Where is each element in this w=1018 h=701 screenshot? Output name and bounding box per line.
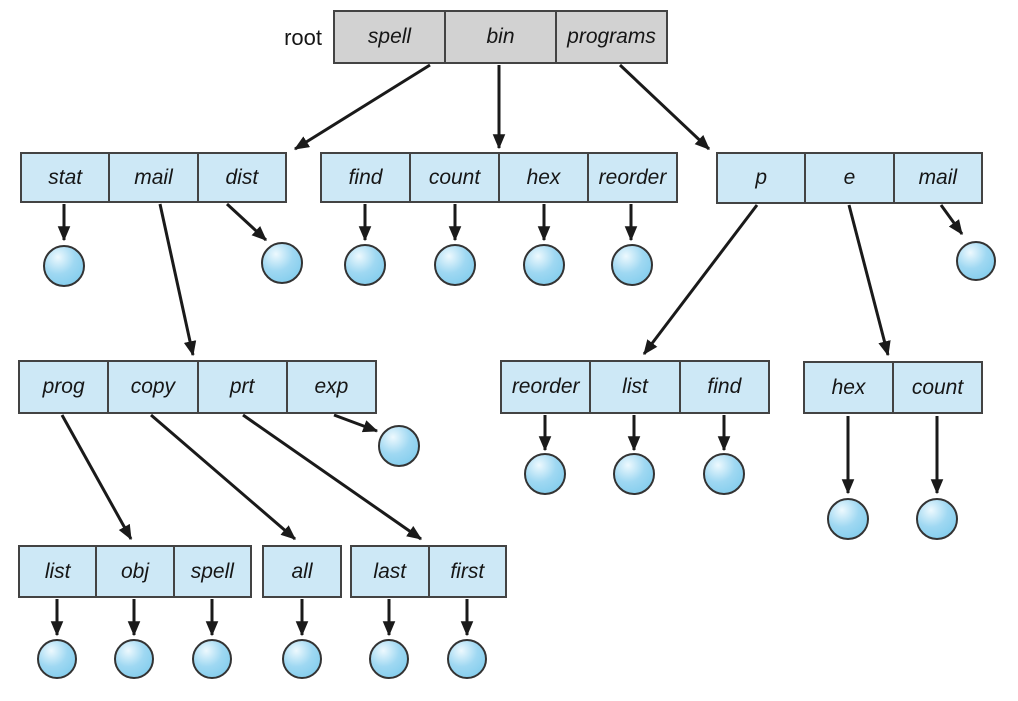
dir-entry-reorder: reorder	[598, 165, 667, 189]
arrow-prt-to-dir	[242, 413, 422, 541]
dir-box-mail: prog copy prt exp	[18, 360, 377, 414]
arrow-mail-to-dir	[158, 203, 197, 357]
dir-entry-prt: prt	[199, 362, 288, 412]
dir-entry-find2: find	[707, 375, 742, 398]
dir-entry-mail2: mail	[918, 166, 958, 189]
dir-entry-list3: list	[20, 547, 98, 596]
dir-entry-e: e	[806, 154, 895, 202]
dir-box-e: hex count	[803, 361, 983, 414]
dir-box-bin: find count hex reorder	[320, 152, 678, 203]
dir-entry-list2: list	[591, 362, 681, 412]
file-icon-list2	[613, 453, 655, 495]
dir-entry-reorder2: reorder	[502, 362, 592, 412]
file-icon-list3	[37, 639, 77, 679]
dir-box-root: spell bin programs	[333, 10, 668, 64]
file-icon-exp	[378, 425, 420, 467]
dir-entry-find: find	[322, 154, 411, 201]
file-icon-obj	[114, 639, 154, 679]
arrow-mail2-to-file	[939, 204, 964, 235]
dir-box-spell: stat mail dist	[20, 152, 287, 203]
dir-box-copy: all	[262, 545, 342, 598]
dir-box-prt: last first	[350, 545, 507, 598]
dir-entry-programs: programs	[567, 25, 656, 48]
file-icon-hex2	[827, 498, 869, 540]
file-icon-all	[282, 639, 322, 679]
arrow-spell-to-dir	[293, 63, 431, 151]
dir-entry-count2: count	[911, 375, 964, 399]
file-icon-find	[344, 244, 386, 286]
file-icon-mail2	[956, 241, 996, 281]
arrow-p-to-dir	[642, 204, 759, 355]
file-icon-first	[447, 639, 487, 679]
root-label: root	[284, 25, 322, 50]
dir-entry-hex2: hex	[805, 363, 894, 412]
dir-entry-prog: prog	[20, 362, 110, 412]
file-icon-stat	[43, 245, 85, 287]
file-icon-dist	[261, 242, 303, 284]
dir-entry-copy: copy	[109, 362, 199, 412]
file-icon-count2	[916, 498, 958, 540]
file-icon-reorder2	[524, 453, 566, 495]
dir-entry-exp: exp	[314, 375, 349, 398]
arrow-copy-to-dir	[150, 413, 296, 541]
file-icon-reorder	[611, 244, 653, 286]
arrow-exp-to-file	[333, 413, 379, 433]
dir-entry-bin: bin	[446, 12, 557, 62]
dir-entry-mail: mail	[110, 154, 199, 201]
file-icon-find2	[703, 453, 745, 495]
dir-box-p: reorder list find	[500, 360, 770, 414]
file-icon-last	[369, 639, 409, 679]
dir-entry-all: all	[291, 559, 313, 583]
dir-entry-count: count	[411, 154, 500, 201]
dir-entry-spell2: spell	[190, 559, 234, 583]
dir-entry-spell: spell	[335, 12, 446, 62]
dir-entry-obj: obj	[97, 547, 175, 596]
arrow-prog-to-dir	[60, 414, 133, 541]
dir-entry-first: first	[450, 559, 485, 583]
dir-entry-hex: hex	[500, 154, 589, 201]
dir-box-programs: p e mail	[716, 152, 983, 204]
dir-entry-p: p	[718, 154, 807, 202]
file-icon-hex	[523, 244, 565, 286]
arrow-e-to-dir	[847, 204, 891, 357]
dir-entry-dist: dist	[225, 165, 259, 189]
dir-entry-last: last	[352, 547, 430, 596]
file-icon-spell2	[192, 639, 232, 679]
dir-entry-stat: stat	[22, 154, 111, 201]
arrow-programs-to-dir	[618, 63, 711, 151]
dir-box-prog: list obj spell	[18, 545, 252, 598]
file-icon-count	[434, 244, 476, 286]
arrow-dist-to-file	[225, 202, 268, 242]
